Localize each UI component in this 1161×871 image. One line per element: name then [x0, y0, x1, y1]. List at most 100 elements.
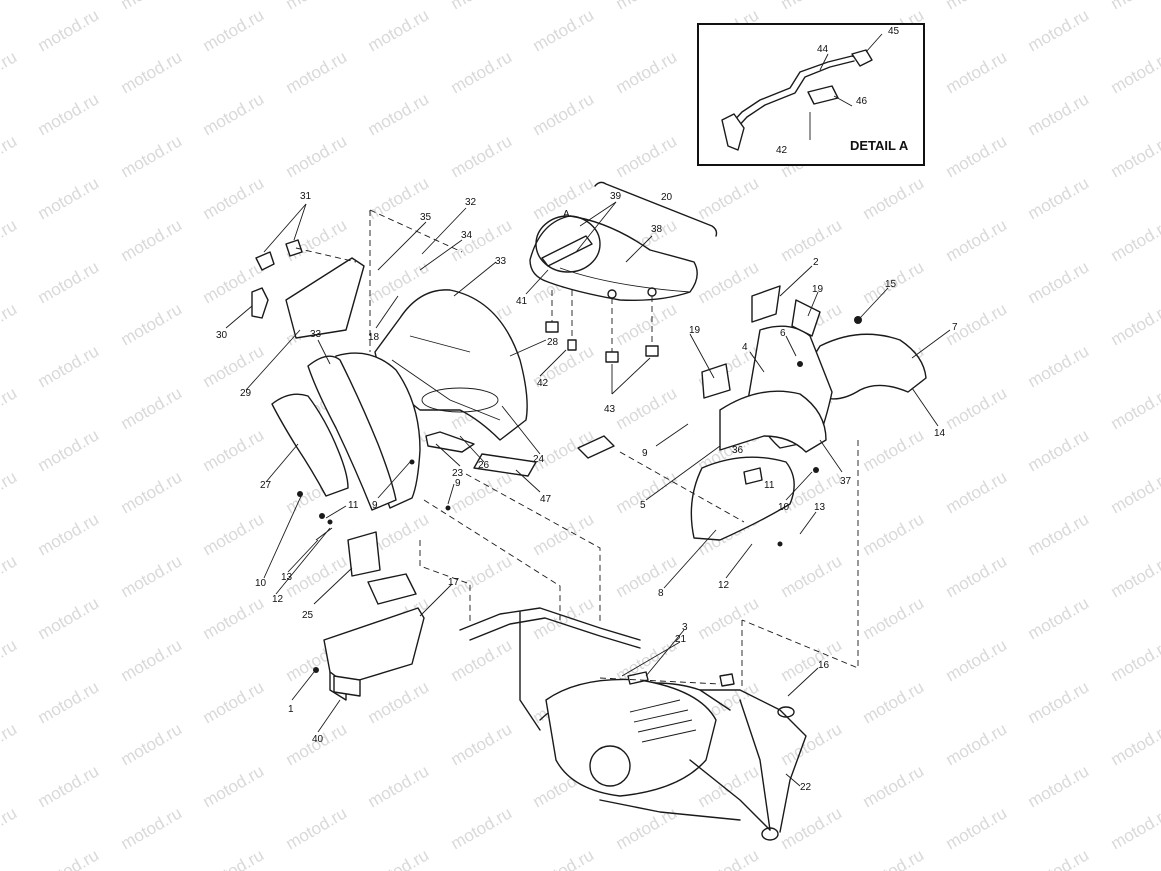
grommet: [255, 251, 275, 271]
watermark-text: motod.ru: [200, 89, 268, 139]
watermark-text: motod.ru: [200, 845, 268, 871]
callout-27: 27: [260, 480, 272, 491]
frame-engine: [459, 607, 807, 841]
watermark-text: motod.ru: [283, 0, 351, 13]
callout-4: 4: [742, 342, 748, 353]
watermark-text: motod.ru: [530, 5, 598, 55]
watermark-text: motod.ru: [1108, 131, 1161, 181]
watermark-text: motod.ru: [613, 47, 681, 97]
watermark-text: motod.ru: [1025, 677, 1093, 727]
watermark-text: motod.ru: [695, 173, 763, 223]
watermark-text: motod.ru: [35, 845, 103, 871]
watermark-text: motod.ru: [613, 551, 681, 601]
detail-latch-rod: [729, 55, 863, 126]
watermark-text: motod.ru: [35, 509, 103, 559]
callout-10a: 10: [255, 578, 267, 589]
watermark-text: motod.ru: [530, 89, 598, 139]
watermark-text: motod.ru: [1108, 467, 1161, 517]
watermark-text: motod.ru: [35, 761, 103, 811]
callout-5: 5: [640, 500, 646, 511]
watermark-text: motod.ru: [943, 383, 1011, 433]
callout-21: 21: [675, 634, 687, 645]
callout-29: 29: [240, 388, 252, 399]
callout-42a: 42: [537, 378, 549, 389]
watermark-text: motod.ru: [778, 0, 846, 13]
callout-26: 26: [478, 460, 490, 471]
watermark-text: motod.ru: [860, 677, 928, 727]
watermark-text: motod.ru: [35, 257, 103, 307]
callout-19a: 19: [689, 325, 701, 336]
front-bracket-plate: [751, 285, 781, 323]
watermark-text: motod.ru: [0, 215, 20, 265]
watermark-text: motod.ru: [1108, 47, 1161, 97]
callout-30: 30: [216, 330, 228, 341]
watermark-text: motod.ru: [118, 551, 186, 601]
callout-22: 22: [800, 782, 812, 793]
watermark-text: motod.ru: [0, 383, 20, 433]
callout-2: 2: [813, 257, 819, 268]
engine-cover: [589, 745, 631, 787]
watermark-text: motod.ru: [613, 383, 681, 433]
watermark-text: motod.ru: [778, 215, 846, 265]
watermark-text: motod.ru: [860, 173, 928, 223]
seat-latch: [541, 235, 593, 267]
rear-fender-assembly: [271, 289, 537, 511]
watermark-text: motod.ru: [35, 677, 103, 727]
watermark-text: motod.ru: [0, 299, 20, 349]
callout-44: 44: [817, 44, 829, 55]
watermark-text: motod.ru: [200, 425, 268, 475]
watermark-text: motod.ru: [365, 5, 433, 55]
watermark-text: motod.ru: [1108, 383, 1161, 433]
watermark-text: motod.ru: [0, 47, 20, 97]
seat-group-bracket: [594, 181, 718, 237]
callout-13a: 13: [281, 572, 293, 583]
watermark-text: motod.ru: [118, 131, 186, 181]
watermark-text: motod.ru: [118, 215, 186, 265]
watermark-text: motod.ru: [448, 719, 516, 769]
left-side-parts: [251, 239, 425, 701]
watermark-text: motod.ru: [943, 47, 1011, 97]
watermark-text: motod.ru: [365, 761, 433, 811]
decal-right: [791, 299, 821, 337]
callout-18: 18: [368, 332, 380, 343]
watermark-text: motod.ru: [35, 173, 103, 223]
watermark-text: motod.ru: [778, 803, 846, 853]
watermark-text: motod.ru: [283, 131, 351, 181]
watermark-text: motod.ru: [118, 0, 186, 13]
watermark-text: motod.ru: [1025, 257, 1093, 307]
watermark-text: motod.ru: [1108, 635, 1161, 685]
fender-support: [473, 453, 537, 477]
watermark-text: motod.ru: [448, 803, 516, 853]
watermark-text: motod.ru: [613, 131, 681, 181]
front-fender-top: [803, 333, 927, 400]
callout-9b: 9: [455, 478, 461, 489]
watermark-text: motod.ru: [530, 509, 598, 559]
callout-1: 1: [288, 704, 294, 715]
watermark-text: motod.ru: [365, 845, 433, 871]
watermark-text: motod.ru: [778, 551, 846, 601]
watermark-text: motod.ru: [365, 89, 433, 139]
detail-a-circle: [535, 215, 601, 273]
air-box-cover: [323, 607, 425, 685]
watermark-text: motod.ru: [695, 845, 763, 871]
watermark-text: motod.ru: [448, 0, 516, 13]
detail-marker-a: A: [563, 209, 570, 220]
callout-45: 45: [888, 26, 900, 37]
detail-latch-knob: [851, 49, 873, 67]
callout-47: 47: [540, 494, 552, 505]
callout-11b: 11: [764, 480, 775, 491]
watermark-text: motod.ru: [860, 845, 928, 871]
watermark-text: motod.ru: [0, 635, 20, 685]
callout-37: 37: [840, 476, 852, 487]
watermark-text: motod.ru: [0, 131, 20, 181]
callout-33a: 33: [310, 329, 322, 340]
watermark-text: motod.ru: [1025, 89, 1093, 139]
watermark-text: motod.ru: [118, 467, 186, 517]
watermark-text: motod.ru: [943, 719, 1011, 769]
watermark-text: motod.ru: [35, 593, 103, 643]
callout-10b: 10: [778, 502, 790, 513]
callout-36: 36: [732, 445, 744, 456]
watermark-text: motod.ru: [35, 341, 103, 391]
callout-14: 14: [934, 428, 946, 439]
callout-39: 39: [610, 191, 622, 202]
